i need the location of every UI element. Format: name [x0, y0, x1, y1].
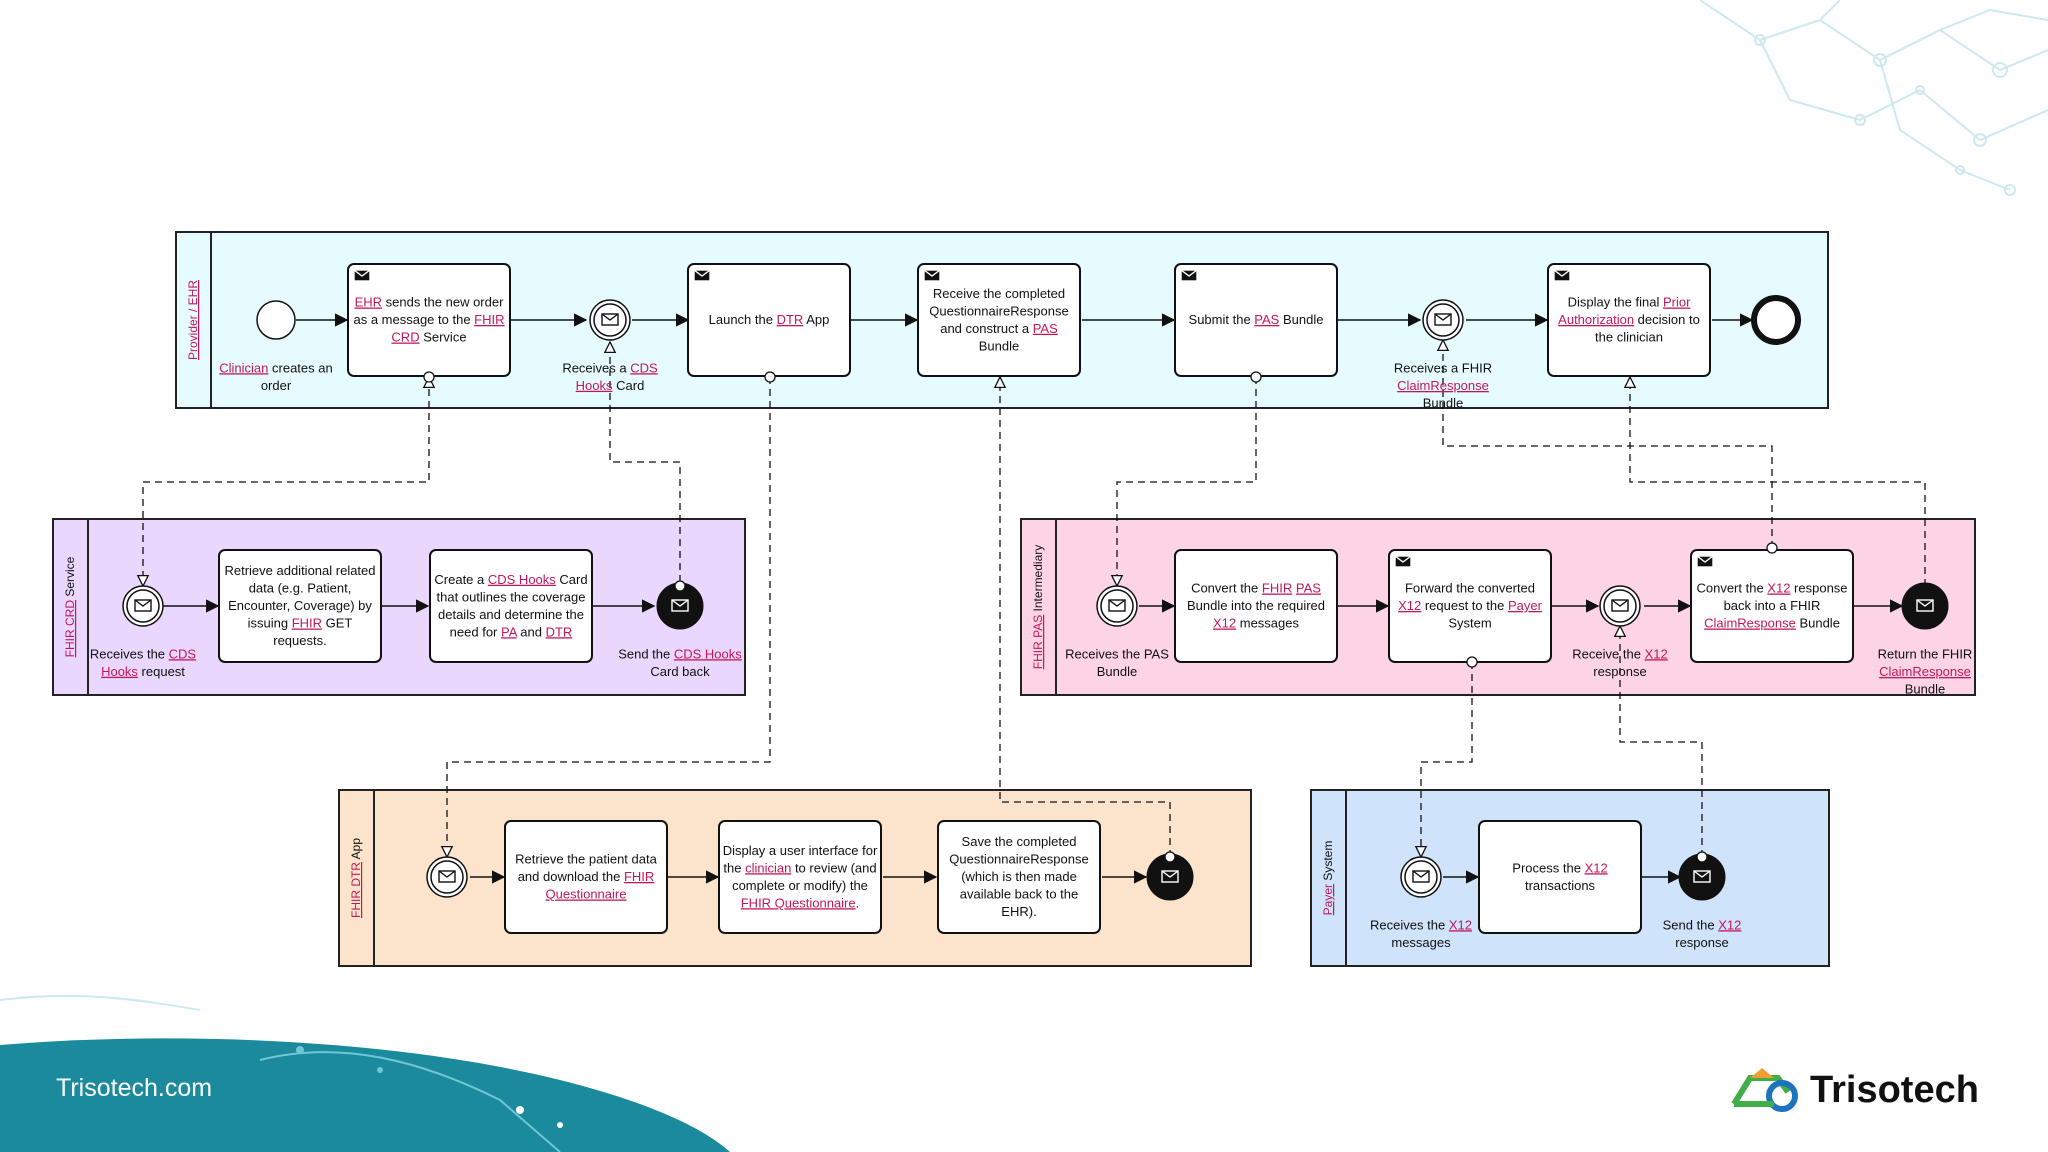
send-message-icon [1180, 269, 1198, 282]
receive-message-icon [438, 870, 456, 883]
sequence-flows [163, 313, 1904, 884]
pool-label-pas: FHIR PAS Intermediary [1031, 545, 1045, 669]
pool-label-dtr: FHIR DTR App [349, 838, 363, 918]
send-message-icon [353, 269, 371, 282]
receive-message-icon [601, 313, 619, 326]
task-label: Submit the PAS Bundle [1189, 312, 1324, 327]
receive-message-icon [1434, 313, 1452, 326]
pool-payer: Payer System [1310, 789, 1830, 967]
pool-label-crd: FHIR CRD Service [63, 556, 77, 657]
send-message-icon [1693, 870, 1711, 883]
message-flows [143, 340, 1926, 857]
pool-label-ehr: Provider / EHR [186, 280, 200, 360]
trisotech-logo-icon [1731, 1068, 1798, 1112]
receive-message-icon [1412, 870, 1430, 883]
event-e_end[interactable] [1751, 295, 1801, 345]
send-message-icon [1553, 269, 1571, 282]
send-message-icon [671, 599, 689, 612]
send-message-icon [923, 269, 941, 282]
send-message-icon [1394, 555, 1412, 568]
task-t4[interactable]: Submit the PAS Bundle [1174, 263, 1338, 377]
footer-wave [0, 994, 730, 1152]
send-message-icon [1696, 555, 1714, 568]
task-label: Launch the DTR App [709, 312, 830, 327]
receive-message-icon [1108, 599, 1126, 612]
brand-logo: Trisotech [1728, 1066, 1979, 1114]
event-e_dtr_in[interactable] [426, 856, 468, 898]
send-message-icon [693, 269, 711, 282]
receive-message-icon [134, 599, 152, 612]
footer-site-text[interactable]: Trisotech.com [56, 1074, 213, 1102]
task-t2[interactable]: Launch the DTR App [687, 263, 851, 377]
send-message-icon [1916, 599, 1934, 612]
pool-label-payer: Payer System [1321, 841, 1335, 916]
send-message-icon [1161, 870, 1179, 883]
decorative-network-top-right [1699, 0, 2048, 196]
brand-name: Trisotech [1810, 1068, 1979, 1111]
flow-origin-dots [423, 371, 1778, 863]
receive-message-icon [1611, 599, 1629, 612]
